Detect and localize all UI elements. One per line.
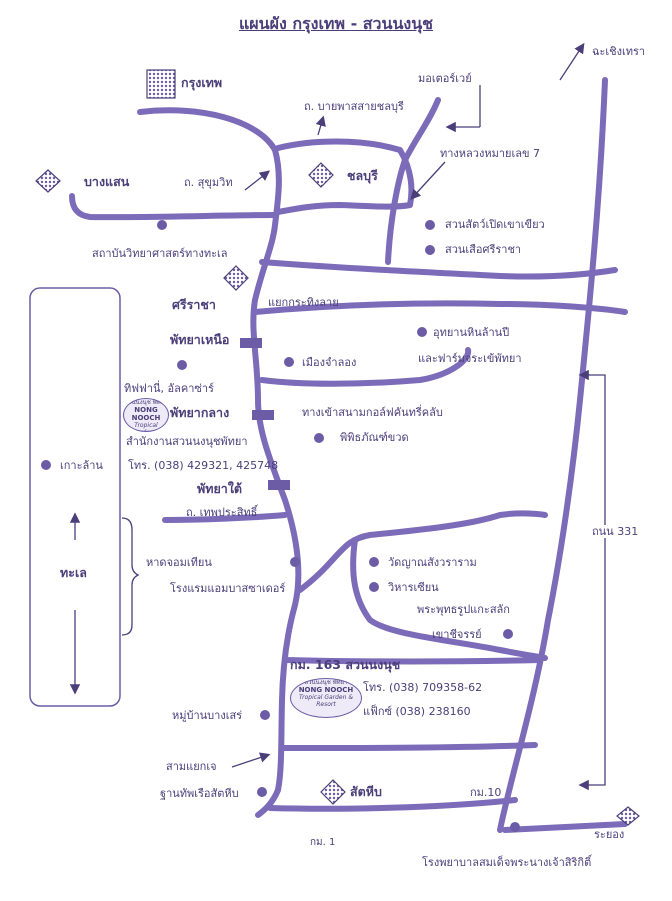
label-motorway: มอเตอร์เวย์ [418, 72, 472, 85]
road-bang-saray [279, 742, 538, 751]
label-sriracha-tiger: สวนเสือศรีราชา [445, 243, 522, 256]
road-thepprasit [162, 512, 288, 523]
label-highway7: ทางหลวงหมายเลข 7 [440, 147, 540, 160]
arrow-highway7 [410, 161, 446, 200]
poi-marker-icon [260, 710, 270, 720]
label-sea: ทะเล [60, 565, 87, 580]
label-nongnooch-office: สำนักงานสวนนงนุชพัทยา [126, 435, 248, 448]
label-marine-institute: สถาบันวิทยาศาสตร์ทางทะเล [92, 247, 228, 260]
label-golf: ทางเข้าสนามกอล์ฟคันทรี่คลับ [302, 406, 443, 419]
label-silverlake-2: และฟาร์มจระเข้พัทยา [418, 352, 522, 365]
label-office-tel: โทร. (038) 429321, 425748 [128, 459, 279, 472]
map-title: แผนผัง กรุงเทพ - สวนนงนุช [238, 14, 434, 33]
label-central-pattaya: พัทยากลาง [170, 405, 230, 420]
road-mueang-jamlong [259, 347, 472, 387]
arrow-chachoengsao [559, 42, 585, 81]
label-silverlake-1: อุทยานหินล้านปี [433, 326, 510, 339]
road-bypass [275, 138, 415, 215]
label-samyaek-je: สามแยกเจ [166, 760, 217, 773]
junction-marker [268, 480, 290, 490]
label-km163: กม. 163 สวนนงนุช [290, 657, 401, 672]
brace-beach-icon [121, 517, 140, 636]
label-bottle-museum: พิพิธภัณฑ์ขวด [340, 431, 409, 444]
label-mueang-jamlong: เมืองจำลอง [302, 356, 357, 369]
nongnooch-logo: สวนนงนุช พัทยา NONG NOOCH Tropical Garde… [123, 398, 169, 432]
poi-marker-icon [425, 245, 435, 255]
krungthep-city-icon [146, 69, 176, 99]
junction-marker [252, 410, 274, 420]
city-diamond-icon [320, 779, 346, 805]
junction-marker [240, 338, 262, 348]
poi-marker-icon [41, 460, 51, 470]
bracket-331-icon [590, 374, 606, 786]
label-ambassador: โรงแรมแอมบาสซาเดอร์ [170, 582, 286, 595]
nongnooch-logo: สวนนงนุช พัทยา NONG NOOCH Tropical Garde… [290, 678, 362, 718]
label-koh-lan: เกาะล้าน [60, 459, 103, 472]
sea-panel [29, 287, 121, 707]
label-sattahip: สัตหีบ [350, 784, 382, 799]
label-nn-fax: แฟ็กซ์ (038) 238160 [363, 705, 471, 718]
arrow-bypass [315, 115, 326, 136]
label-krungthep: กรุงเทพ [181, 75, 223, 90]
road-cross-2 [252, 300, 628, 315]
label-south-pattaya: พัทยาใต้ [197, 481, 243, 496]
label-thepprasit: ถ. เทพประสิทธิ์ [186, 506, 258, 519]
road-331 [497, 77, 608, 833]
road-bangsaen [69, 193, 278, 221]
label-rayong: ระยอง [594, 828, 625, 841]
city-diamond-icon [35, 169, 61, 193]
arrow-sukhumvit [244, 170, 271, 191]
label-khao-chi-chan: เขาชีจรรย์ [432, 628, 482, 641]
arrow-samyaek [231, 752, 271, 768]
label-viharn-sien: วิหารเซียน [388, 581, 439, 594]
city-diamond-icon [223, 265, 249, 291]
label-nn-tel: โทร. (038) 709358-62 [363, 681, 483, 694]
label-north-pattaya: พัทยาเหนือ [170, 332, 230, 347]
poi-marker-icon [425, 220, 435, 230]
poi-marker-icon [257, 787, 267, 797]
label-chachoengsao: ฉะเชิงเทรา [592, 45, 646, 58]
road-motorway [385, 97, 441, 265]
label-bypass: ถ. บายพาสสายชลบุรี [304, 100, 404, 113]
poi-marker-icon [314, 433, 324, 443]
road-cross-1 [259, 259, 618, 280]
label-wat-yan: วัดญาณสังวราราม [388, 556, 477, 569]
label-bang-saray: หมู่บ้านบางเสร่ [172, 709, 243, 722]
label-hospital: โรงพยาบาลสมเด็จพระนางเจ้าสิริกิติ์ [422, 856, 592, 869]
road-khao-chi-chan [350, 537, 548, 661]
label-khao-khiao: สวนสัตว์เปิดเขาเขียว [445, 218, 545, 231]
poi-marker-icon [177, 360, 187, 370]
label-km10: กม.10 [470, 786, 502, 799]
poi-marker-icon [369, 557, 379, 567]
poi-marker-icon [503, 629, 513, 639]
label-road331: ถนน 331 [590, 525, 641, 538]
label-chonburi: ชลบุรี [347, 168, 378, 183]
label-bangsaen: บางแสน [84, 174, 130, 189]
label-km1: กม. 1 [310, 837, 336, 848]
label-sriracha: ศรีราชา [172, 297, 216, 312]
road-sattahip [267, 797, 518, 812]
poi-marker-icon [157, 220, 167, 230]
road-sukhumvit [137, 107, 302, 818]
label-jomtien: หาดจอมเทียน [146, 556, 212, 569]
road-km163 [282, 657, 543, 665]
poi-marker-icon [369, 582, 379, 592]
label-sattahip-naval: ฐานทัพเรือสัตหีบ [160, 787, 239, 800]
poi-marker-icon [510, 822, 520, 832]
label-kratinglai: แยกกระทิงลาย [268, 296, 339, 309]
poi-marker-icon [290, 557, 300, 567]
poi-marker-icon [417, 327, 427, 337]
poi-marker-icon [284, 357, 294, 367]
city-diamond-icon [308, 162, 334, 188]
city-diamond-icon [616, 806, 640, 826]
road-jomtien [297, 510, 548, 593]
label-buddha-cliff: พระพุทธรูปแกะสลัก [417, 603, 510, 616]
label-tiffany: ทิฟฟานี่, อัลคาซ่าร์ [124, 382, 214, 395]
label-sukhumvit: ถ. สุขุมวิท [184, 176, 233, 189]
